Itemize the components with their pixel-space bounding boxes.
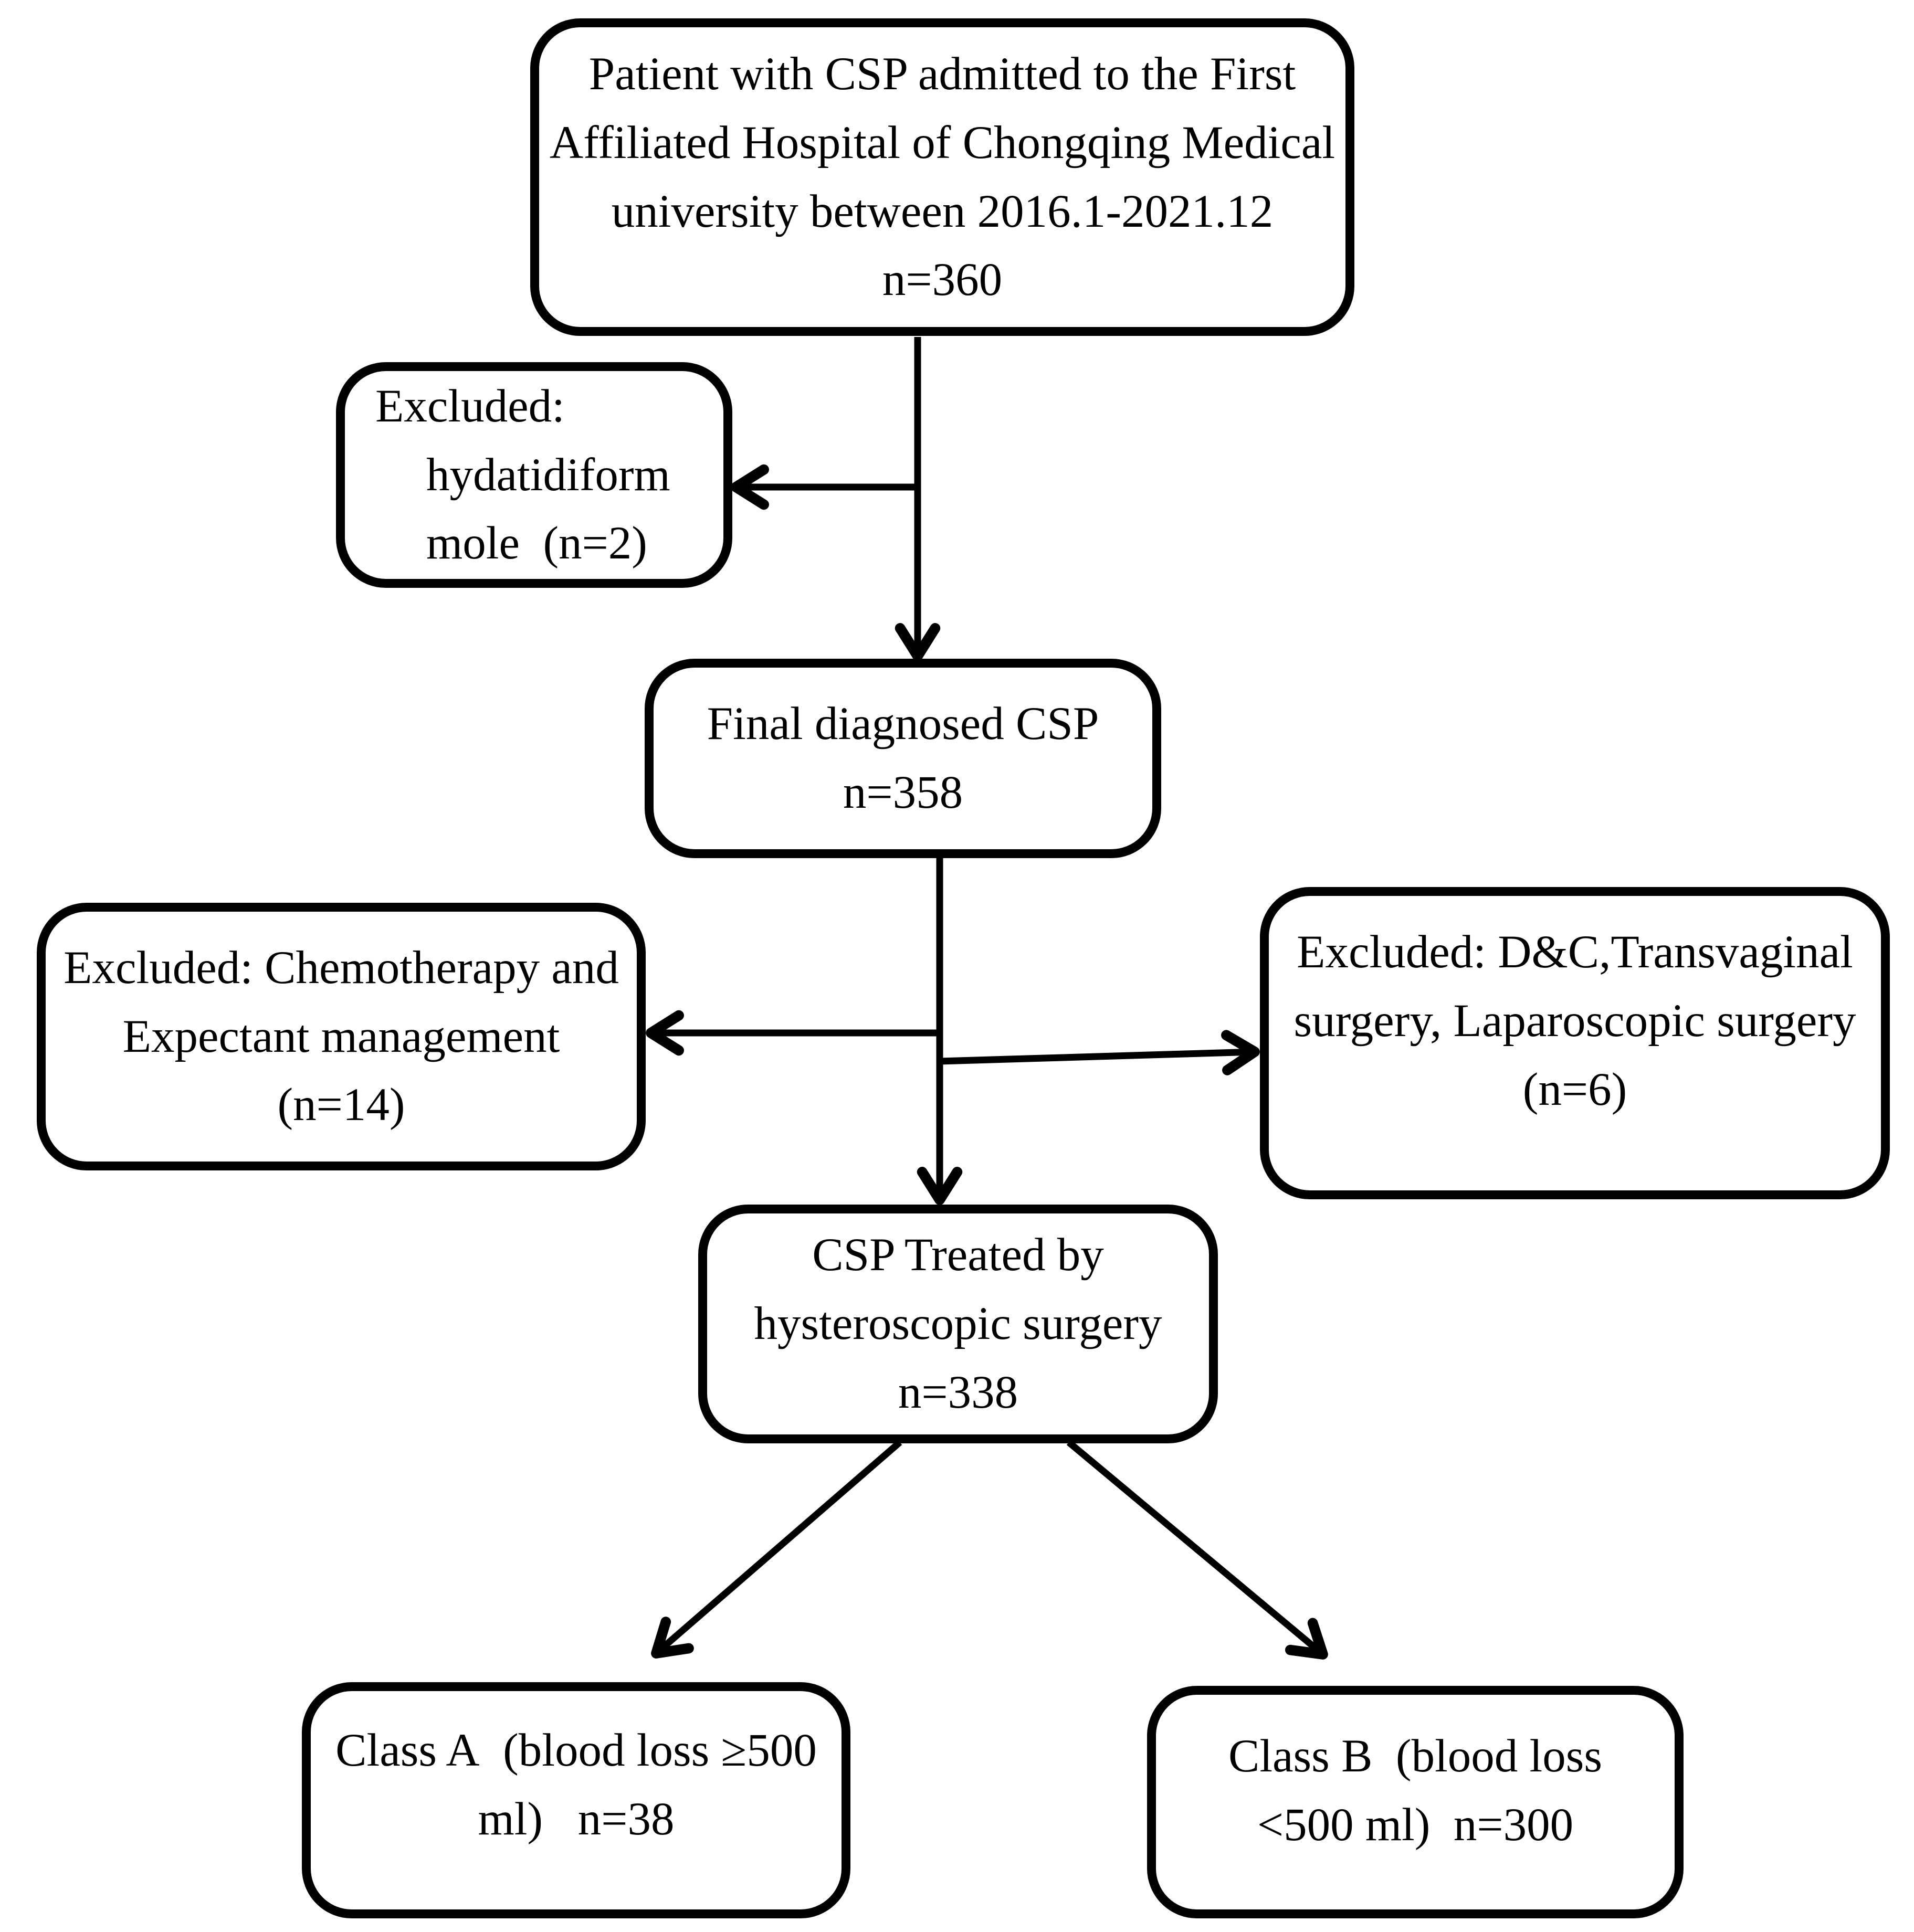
text-line: Class B (blood loss xyxy=(1228,1730,1603,1782)
text-line-count: <500 ml) n=300 xyxy=(1257,1799,1574,1851)
text-line: hydatidiform xyxy=(426,449,670,501)
text-line: surgery, Laparoscopic surgery xyxy=(1293,995,1856,1047)
text-line: Expectant management xyxy=(122,1010,560,1062)
flow-box-class-a: Class A (blood loss ≥500 ml) n=38 xyxy=(302,1682,850,1918)
text-line-count: (n=6) xyxy=(1522,1063,1627,1115)
flow-box-treated-hysteroscopic-surgery: CSP Treated by hysteroscopic surgery n=3… xyxy=(698,1205,1218,1443)
text-line-count: (n=14) xyxy=(277,1079,405,1131)
text-line-count: n=338 xyxy=(898,1366,1018,1418)
flow-box-admitted-patients: Patient with CSP admitted to the First A… xyxy=(530,18,1354,336)
text-line-count: mole (n=2) xyxy=(426,518,647,569)
flow-box-excluded-hydatidiform-mole: Excluded: hydatidiform mole (n=2) xyxy=(336,362,732,588)
arrow-treated-to-class-b xyxy=(1066,1440,1328,1660)
flow-box-final-diagnosed-csp: Final diagnosed CSP n=358 xyxy=(645,659,1161,858)
text-line: Excluded: Chemotherapy and xyxy=(64,942,619,994)
text-line: Patient with CSP admitted to the First xyxy=(588,48,1296,100)
text-line: CSP Treated by xyxy=(812,1229,1104,1281)
flow-box-excluded-chemotherapy-expectant: Excluded: Chemotherapy and Expectant man… xyxy=(37,903,646,1170)
text-line-count: n=358 xyxy=(843,767,963,818)
text-line: hysteroscopic surgery xyxy=(754,1298,1162,1350)
text-line-count: ml) n=38 xyxy=(478,1793,675,1845)
text-line: Excluded: xyxy=(375,380,565,432)
text-line: Excluded: D&C,Transvaginal xyxy=(1297,926,1853,978)
arrow-treated-to-class-a xyxy=(651,1440,902,1659)
flow-box-excluded-dc-transvaginal-laparoscopic: Excluded: D&C,Transvaginal surgery, Lapa… xyxy=(1260,887,1890,1199)
text-line: Affiliated Hospital of Chongqing Medical xyxy=(549,117,1335,168)
text-line: Class A (blood loss ≥500 xyxy=(335,1725,817,1776)
arrow-branch-to-excluded-dc xyxy=(939,1030,1260,1075)
text-line: university between 2016.1-2021.12 xyxy=(611,185,1274,237)
text-line-count: n=360 xyxy=(882,254,1003,306)
text-line: Final diagnosed CSP xyxy=(707,698,1099,750)
flow-box-class-b: Class B (blood loss <500 ml) n=300 xyxy=(1147,1686,1684,1918)
